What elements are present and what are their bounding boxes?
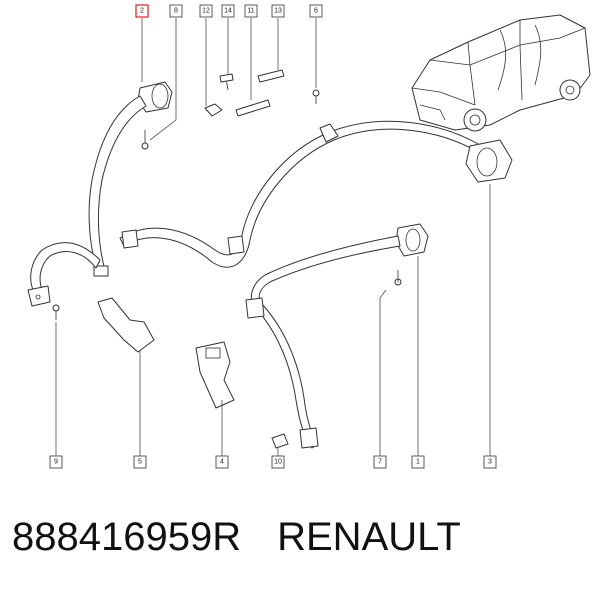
callout-9: 9 — [49, 455, 63, 469]
callout-label: 1 — [416, 459, 420, 466]
small-parts — [204, 69, 320, 117]
callout-label: 2 — [140, 8, 144, 15]
callout-5: 5 — [133, 455, 147, 469]
callout-label: 5 — [138, 459, 142, 466]
callout-12: 12 — [199, 4, 213, 18]
callout-2: 2 — [135, 4, 149, 18]
callout-3: 3 — [483, 455, 497, 469]
callout-label: 13 — [274, 8, 282, 15]
retractor-part-1 — [245, 223, 429, 449]
callout-label: 7 — [378, 459, 382, 466]
callout-label: 9 — [54, 459, 58, 466]
callout-label: 14 — [224, 8, 232, 15]
callout-label: 4 — [220, 459, 224, 466]
footer-caption: 888416959R RENAULT — [12, 515, 497, 560]
callout-14: 14 — [221, 4, 235, 18]
callout-label: 3 — [488, 459, 492, 466]
brand-name: RENAULT — [277, 515, 461, 559]
retractor-part-2 — [27, 81, 173, 307]
car-illustration — [411, 14, 591, 132]
callout-label: 6 — [314, 8, 318, 15]
callout-label: 12 — [202, 8, 210, 15]
callout-4: 4 — [215, 455, 229, 469]
part-number: 888416959R — [12, 515, 242, 559]
callout-7: 7 — [373, 455, 387, 469]
callout-8: 8 — [169, 4, 183, 18]
callout-1: 1 — [411, 455, 425, 469]
leader-lines — [55, 18, 491, 456]
callout-13: 13 — [271, 4, 285, 18]
parts-diagram: 2 8 12 14 11 13 6 9 5 4 10 7 — [27, 4, 591, 469]
callout-label: 11 — [247, 8, 254, 15]
buckles — [52, 297, 235, 409]
callout-10: 10 — [271, 455, 285, 469]
callout-11: 11 — [244, 4, 258, 18]
callout-6: 6 — [309, 4, 323, 18]
callout-label: 8 — [174, 8, 178, 15]
callout-label: 10 — [274, 459, 282, 466]
rear-belt — [119, 120, 513, 268]
